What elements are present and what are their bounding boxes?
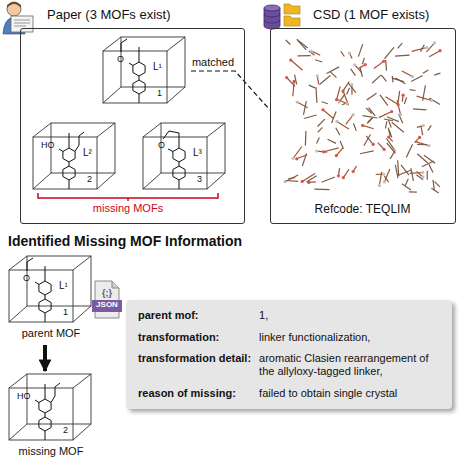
- mof-number: 1: [63, 307, 68, 317]
- parent-mof-cube: L¹ 1 parent MOF O: [5, 254, 97, 344]
- panel-title: CSD (1 MOF exists): [313, 8, 429, 23]
- json-value: aromatic Clasien rearrangement of the al…: [259, 352, 442, 377]
- cube-illustration: [5, 254, 97, 324]
- linker-label: L¹: [59, 280, 68, 292]
- json-icon-label: JSON: [92, 300, 122, 309]
- refcode: Refcode: TEQLIM: [271, 203, 454, 217]
- missing-bracket: [38, 193, 218, 201]
- cube-illustration: [99, 35, 191, 105]
- crystal-structure: [271, 29, 454, 199]
- json-key: transformation detail:: [138, 352, 251, 365]
- section-title: Identified Missing MOF Information: [8, 233, 242, 249]
- linker-label: L³: [193, 147, 202, 159]
- mof-number: 2: [63, 425, 68, 435]
- mof-number: 2: [87, 174, 92, 184]
- csd-panel: CSD (1 MOF exists)Refcode: TEQLIM: [270, 28, 456, 224]
- atom-label: HO: [41, 140, 55, 150]
- panel-title: Paper (3 MOFs exist): [47, 8, 171, 23]
- match-dashed-line: [191, 71, 270, 110]
- mof-cube: L³ 3 O: [139, 121, 231, 193]
- mof-number: 3: [197, 174, 202, 184]
- atom-label: O: [158, 140, 165, 150]
- atom-label: O: [117, 54, 124, 64]
- missing-mofs-label: missing MOFs: [78, 202, 178, 215]
- json-file-icon: [92, 281, 122, 318]
- json-value: failed to obtain single crystal: [259, 387, 442, 400]
- cube-caption: parent MOF: [5, 327, 97, 340]
- json-icon-symbol: {;}: [95, 288, 119, 298]
- mof-cube: L¹ 1 O: [99, 35, 191, 107]
- missing-mof-cube: 2 missing MOF HO: [5, 372, 97, 462]
- json-key: parent mof:: [138, 309, 251, 322]
- mof-number: 1: [157, 88, 162, 98]
- reader-icon: [3, 2, 33, 34]
- json-box: parent mof: 1, transformation: linker funct…: [126, 300, 452, 409]
- mof-cube: L² 2 HO: [29, 121, 121, 193]
- json-key: transformation:: [138, 331, 251, 344]
- database-icon: [264, 4, 300, 29]
- json-value: 1,: [259, 309, 442, 322]
- linker-label: L²: [83, 147, 92, 159]
- cube-illustration: [29, 121, 121, 191]
- transformation-arrow: [43, 345, 47, 371]
- atom-label: O: [23, 273, 30, 283]
- atom-label: HO: [17, 391, 31, 401]
- edge-label: matched: [191, 56, 235, 69]
- linker-label: L¹: [153, 61, 162, 73]
- json-key: reason of missing:: [138, 387, 251, 400]
- cube-caption: missing MOF: [5, 445, 97, 458]
- cube-illustration: [139, 121, 231, 191]
- json-value: linker functionalization,: [259, 331, 442, 344]
- cube-illustration: [5, 372, 97, 442]
